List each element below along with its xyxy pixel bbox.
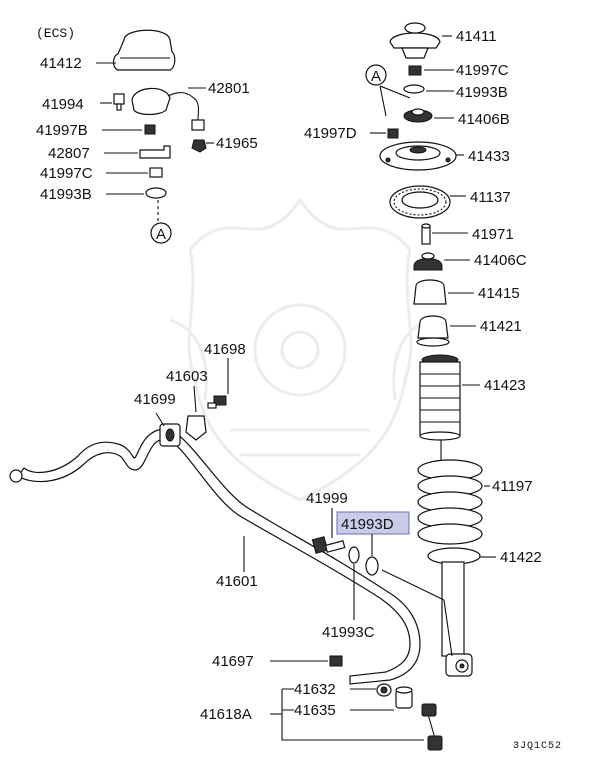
label-41197[interactable]: 41197 — [492, 478, 533, 495]
label-41993b-left[interactable]: 41993B — [40, 186, 92, 203]
part-41406b-bushing-icon[interactable] — [403, 108, 433, 123]
part-41997d-nut-icon[interactable] — [387, 128, 399, 139]
part-41603-bracket-icon[interactable] — [185, 415, 207, 441]
label-41698[interactable]: 41698 — [204, 341, 246, 358]
part-41618a-link-assembly-icon[interactable] — [421, 703, 443, 751]
part-42807-clip-icon[interactable] — [139, 145, 171, 159]
part-41997b-nut-icon[interactable] — [144, 124, 156, 135]
label-41993d[interactable]: 41993D — [341, 516, 394, 533]
label-41997c-right[interactable]: 41997C — [456, 62, 509, 79]
label-41635[interactable]: 41635 — [294, 702, 336, 719]
label-41699[interactable]: 41699 — [134, 391, 176, 408]
label-41415[interactable]: 41415 — [478, 285, 520, 302]
label-41423[interactable]: 41423 — [484, 377, 526, 394]
watermark-emblem-icon — [169, 197, 431, 502]
label-41632[interactable]: 41632 — [294, 681, 336, 698]
label-42801[interactable]: 42801 — [208, 80, 250, 97]
label-41421[interactable]: 41421 — [480, 318, 522, 335]
label-41412[interactable]: 41412 — [40, 55, 82, 72]
part-41137-bearing-icon[interactable] — [389, 185, 451, 219]
label-41997d[interactable]: 41997D — [304, 125, 357, 142]
label-41997c-left[interactable]: 41997C — [40, 165, 93, 182]
label-41603[interactable]: 41603 — [166, 368, 208, 385]
label-41433[interactable]: 41433 — [468, 148, 510, 165]
part-41423-dust-boot-icon[interactable] — [419, 354, 461, 441]
part-41422-shock-absorber-icon[interactable] — [427, 547, 481, 677]
part-41999-bolt-icon[interactable] — [311, 536, 346, 554]
part-41697-nut-icon[interactable] — [329, 655, 343, 667]
callout-a-left-letter: A — [156, 226, 166, 243]
part-41635-bushing-icon[interactable] — [395, 686, 413, 709]
part-41993b-washer-right-icon[interactable] — [403, 84, 425, 94]
part-41971-sleeve-icon[interactable] — [421, 223, 431, 245]
label-41965[interactable]: 41965 — [216, 135, 258, 152]
label-41697[interactable]: 41697 — [212, 653, 254, 670]
part-41997c-nut-left-icon[interactable] — [149, 167, 163, 178]
callout-a-right-letter: A — [371, 68, 381, 85]
part-41421-bump-stopper-icon[interactable] — [416, 315, 450, 347]
label-41411[interactable]: 41411 — [456, 28, 497, 45]
part-41411-top-cap-icon[interactable] — [389, 22, 441, 59]
label-41997b[interactable]: 41997B — [36, 122, 88, 139]
callout-a-right — [365, 64, 387, 86]
part-41965-connector-icon[interactable] — [191, 139, 207, 153]
drawing-code: 3JQ1C52 — [513, 741, 562, 752]
callout-a-left — [150, 222, 172, 244]
part-41993d-washer-icon[interactable] — [365, 556, 379, 576]
part-41994-bolt-icon[interactable] — [113, 93, 125, 111]
part-41997c-nut-right-icon[interactable] — [408, 65, 422, 76]
label-41993b-right[interactable]: 41993B — [456, 84, 508, 101]
part-41993c-washer-icon[interactable] — [348, 546, 360, 564]
label-41422[interactable]: 41422 — [500, 549, 542, 566]
highlight-box-41993d — [336, 511, 410, 535]
label-41137[interactable]: 41137 — [470, 189, 511, 206]
label-41994[interactable]: 41994 — [42, 96, 84, 113]
part-41433-strut-mount-icon[interactable] — [379, 141, 457, 171]
label-41993c[interactable]: 41993C — [322, 624, 375, 641]
label-41971[interactable]: 41971 — [472, 226, 514, 243]
part-41698-bolt-icon[interactable] — [207, 395, 227, 409]
part-41412-cap-icon[interactable] — [112, 29, 176, 71]
part-41406c-bushing-icon[interactable] — [413, 252, 443, 271]
label-41406c[interactable]: 41406C — [474, 252, 527, 269]
label-41618a[interactable]: 41618A — [200, 706, 252, 723]
part-42801-sensor-harness-icon[interactable] — [131, 87, 205, 131]
part-41699-bar-bushing-icon[interactable] — [159, 423, 181, 447]
label-42807[interactable]: 42807 — [48, 145, 90, 162]
part-41993b-washer-left-icon[interactable] — [145, 187, 167, 199]
ecs-note: (ECS) — [36, 26, 75, 41]
label-41999[interactable]: 41999 — [306, 490, 348, 507]
part-41197-coil-spring-icon[interactable] — [417, 440, 483, 545]
part-41601-stabilizer-bar-icon[interactable] — [9, 429, 421, 685]
part-41415-cup-icon[interactable] — [413, 279, 447, 305]
label-41406b[interactable]: 41406B — [458, 111, 510, 128]
label-41601[interactable]: 41601 — [216, 573, 258, 590]
